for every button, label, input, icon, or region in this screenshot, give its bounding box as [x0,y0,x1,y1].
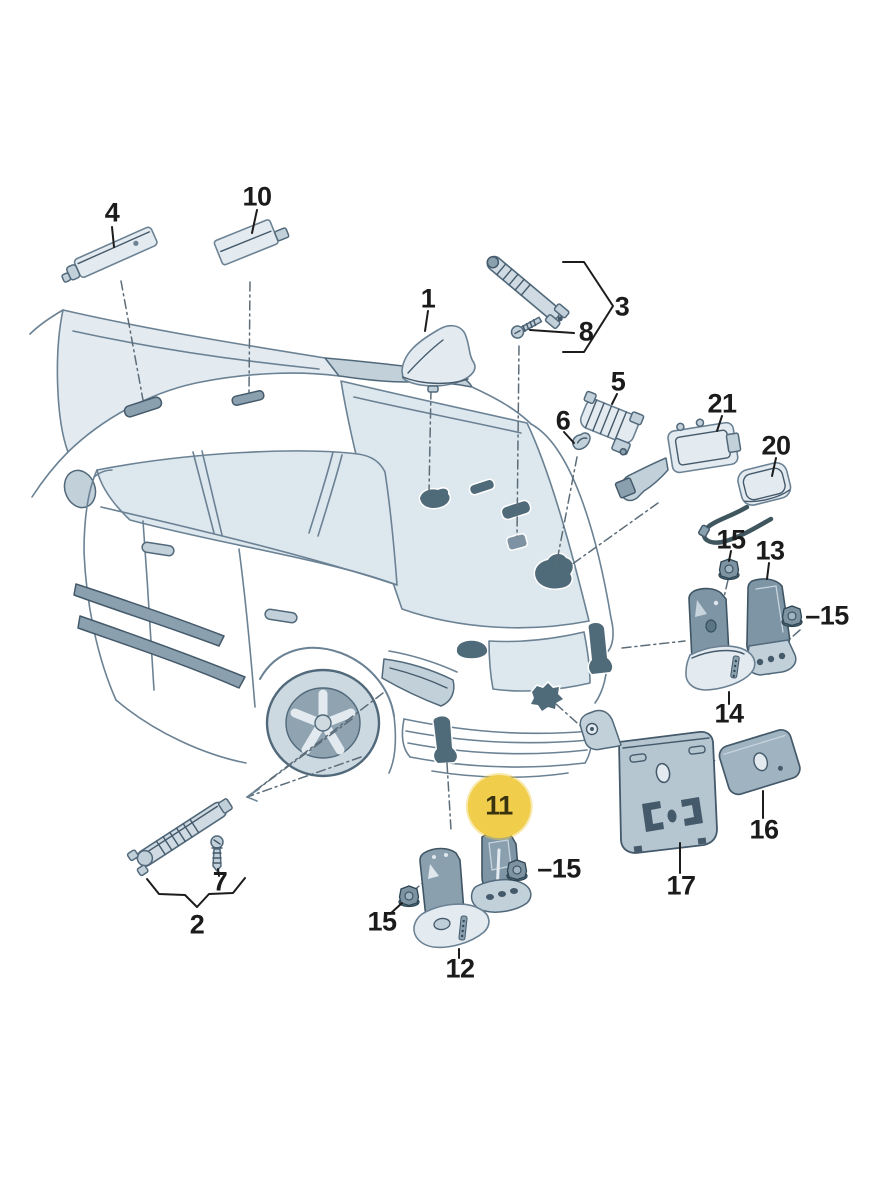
callout-part10[interactable]: 10 [242,181,272,212]
callout-part12[interactable]: 12 [445,953,475,984]
part-8-screw [510,316,543,339]
callout-part15a[interactable]: 15 [716,524,746,555]
callout-part15d[interactable]: 15 [367,906,397,937]
car-body [29,309,614,779]
callout-part3[interactable]: 3 [614,291,630,322]
callout-part21[interactable]: 21 [707,388,737,419]
callout-part11[interactable]: 11 [485,790,513,821]
callout-part15b[interactable]: –15 [805,600,849,631]
assembly-leader-lines [120,280,801,913]
part-20-gps-antenna [698,461,792,545]
part-21-module-bracket [614,418,742,502]
part-1-roof-antenna-fin [401,324,476,393]
part-4-antenna-module [61,226,158,283]
part-6-clip [572,432,591,451]
part-14-bracket-base [685,587,756,691]
part-17-mounting-plate [579,709,718,854]
part-7-screw [210,835,224,872]
door-handle-front [141,541,175,557]
part-5-control-module [579,390,645,456]
door-handle-rear [264,608,298,624]
group-bracket-3 [562,261,614,353]
callout-part5[interactable]: 5 [610,366,626,397]
rocker-trim [73,583,225,647]
callout-part14[interactable]: 14 [714,698,744,729]
group-bracket-2 [146,877,246,908]
callout-part13[interactable]: 13 [755,535,785,566]
callout-part6[interactable]: 6 [555,405,571,436]
part-11-bracket [470,830,532,913]
mounting-points [418,478,614,765]
callout-part16[interactable]: 16 [749,814,779,845]
roof-antenna-slot-left [123,396,163,418]
part-2-antenna-bar [126,798,233,877]
license-recess [488,631,591,692]
part-3-antenna-rod [486,255,570,330]
rear-bumper [401,718,593,779]
callout-part1[interactable]: 1 [420,283,436,314]
part-10-antenna-amplifier [213,219,290,266]
part-13-bracket [746,578,797,676]
arrow-tip [246,788,260,802]
roof-panel [56,309,342,453]
callout-part17[interactable]: 17 [666,870,696,901]
callout-part7[interactable]: 7 [212,866,228,897]
tailgate-mount-point [455,639,489,660]
callout-part15c[interactable]: –15 [537,853,581,884]
callout-part8[interactable]: 8 [578,316,594,347]
callout-part20[interactable]: 20 [761,430,791,461]
callout-part2[interactable]: 2 [189,909,205,940]
callout-part4[interactable]: 4 [104,197,120,228]
part-12-bracket-base [413,847,490,949]
callout-leader-lines [111,209,777,959]
part-16-cover-plate [718,729,801,796]
rear-wheel [259,646,397,778]
roof-antenna-slot-right [231,390,265,406]
